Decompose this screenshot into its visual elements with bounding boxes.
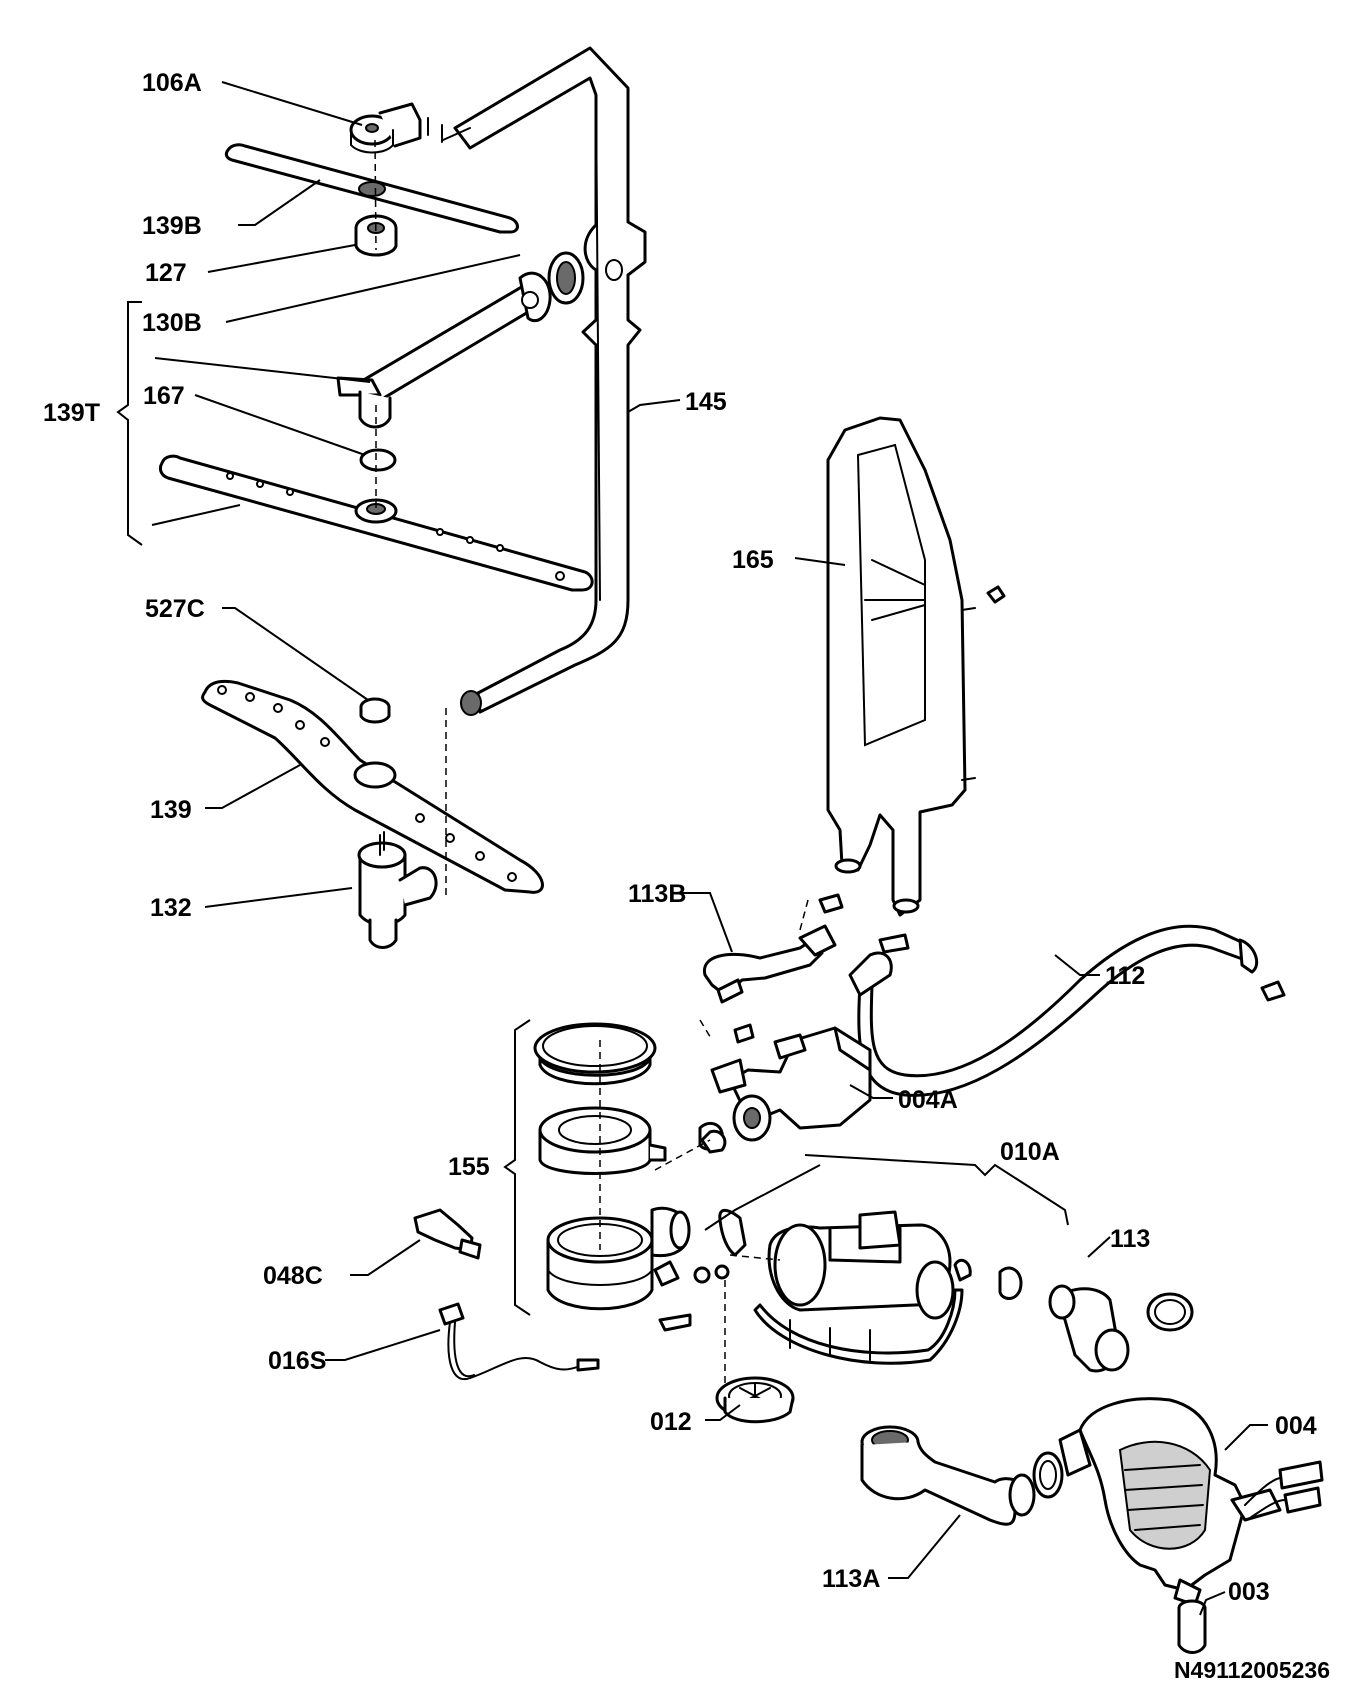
supply-tube-part xyxy=(427,46,647,716)
drain-hose-part xyxy=(848,924,1286,1097)
spray-arm-hub-part xyxy=(357,831,438,949)
sump-hose-part xyxy=(860,1425,1064,1526)
callout-139: 139 xyxy=(150,796,192,824)
cable-part xyxy=(438,1302,600,1381)
callout-155: 155 xyxy=(448,1153,490,1181)
callout-139B: 139B xyxy=(142,212,202,240)
duct-frame-part xyxy=(826,416,1006,917)
hose-section-part xyxy=(703,893,844,1044)
callout-112: 112 xyxy=(1105,962,1145,990)
callout-130B: 130B xyxy=(142,309,202,337)
callout-010A: 010A xyxy=(1000,1138,1060,1166)
callout-113: 113 xyxy=(1110,1225,1150,1253)
sump-assembly-part xyxy=(533,1022,730,1332)
callout-106A: 106A xyxy=(142,69,202,97)
reference-code: N49112005236 xyxy=(1174,1657,1330,1683)
small-cap-part xyxy=(359,697,391,724)
alignment-lines xyxy=(374,139,809,1385)
top-nut-part xyxy=(349,102,422,154)
callout-139T: 139T xyxy=(43,399,100,427)
callout-004: 004 xyxy=(1275,1412,1317,1440)
disc-cap-part xyxy=(715,1376,795,1424)
callout-127: 127 xyxy=(145,259,187,287)
callout-145: 145 xyxy=(685,388,727,416)
elbow-hose-part xyxy=(1048,1284,1194,1373)
callout-048C: 048C xyxy=(263,1262,323,1290)
middle-spray-arm-part xyxy=(158,454,594,592)
callout-004A: 004A xyxy=(898,1086,958,1114)
sensor-part xyxy=(413,1208,482,1260)
callout-113B: 113B xyxy=(628,880,686,908)
callout-165: 165 xyxy=(732,546,774,574)
callout-012: 012 xyxy=(650,1408,692,1436)
callout-016S: 016S xyxy=(268,1347,326,1375)
group-brackets xyxy=(116,301,1069,1316)
ring-part xyxy=(359,448,397,472)
leader-lines xyxy=(151,81,1268,1616)
top-spray-arm-part xyxy=(224,143,519,234)
callout-132: 132 xyxy=(150,894,192,922)
heater-assembly-part xyxy=(718,1208,1023,1365)
callout-003: 003 xyxy=(1228,1578,1270,1606)
callout-labels: 106A 139B 127 130B 139T 167 145 165 527C… xyxy=(43,69,1317,1606)
filter-part xyxy=(1177,1599,1207,1654)
upper-arm-support-part xyxy=(336,271,552,429)
callout-167: 167 xyxy=(143,382,185,410)
bottom-spray-arm-part xyxy=(201,679,544,894)
callout-113A: 113A xyxy=(822,1565,880,1593)
clip-part xyxy=(700,1129,727,1154)
valve-pump-part xyxy=(698,1026,872,1151)
callout-527C: 527C xyxy=(145,595,205,623)
